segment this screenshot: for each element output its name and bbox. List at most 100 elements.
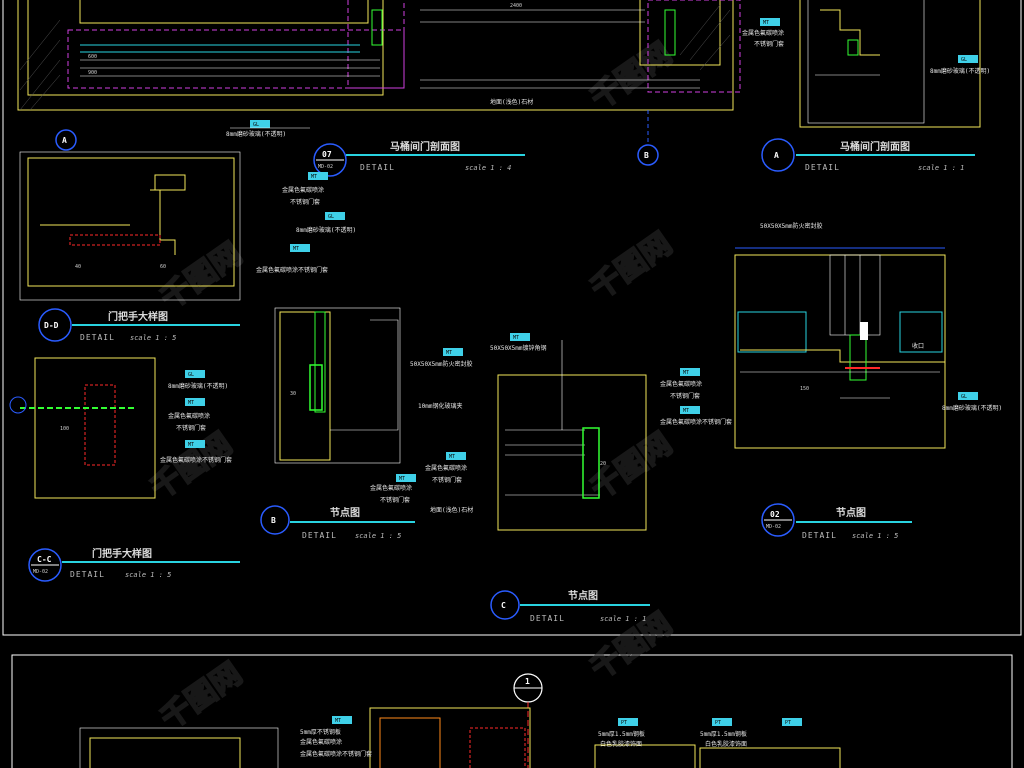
annotation-text: 金属色氟碳喷涂: [370, 484, 412, 492]
material-tag-text: GL: [328, 214, 334, 220]
annotation-text: 8mm磨砂玻璃(不透明): [226, 130, 286, 138]
scale-label: scale 1 : 5: [130, 334, 176, 342]
annotation-text: 收口: [912, 342, 924, 350]
watermark-text: 千图网: [585, 36, 679, 116]
annotation-text: 50X50X5mm防火密封胶: [410, 360, 473, 368]
detail-title: 节点图: [836, 506, 866, 519]
detail-label: DETAIL: [70, 570, 105, 579]
material-tag: [185, 370, 205, 378]
sheet-ref: MD-02: [318, 164, 333, 170]
material-tag-text: MT: [683, 370, 689, 376]
annotation-text: 金属色氟碳喷涂不锈钢门套: [300, 750, 372, 758]
annotation-text: 50X50X5mm镀锌角钢: [490, 344, 547, 352]
material-tag-text: PT: [621, 720, 627, 726]
dimension-text: 60: [160, 264, 166, 270]
material-tag: [308, 172, 328, 180]
scale-label: scale 1 : 5: [852, 532, 898, 540]
material-tag: [290, 244, 310, 252]
detail-title: 门把手大样图: [108, 310, 168, 323]
annotation-text: 不锈钢门套: [380, 496, 410, 504]
material-tag: [332, 716, 352, 724]
section-title-07: A 07 MD-02 马桶间门剖面图 DETAIL scale 1 : 4: [55, 129, 525, 177]
annotation-text: 金属色氟碳喷涂: [660, 380, 702, 388]
material-tag-text: MT: [293, 246, 299, 252]
node-detail-b: 30 MT 50X50X5mm防火密封胶 10mm钢化玻璃夹 MT 金属色氟碳喷…: [260, 307, 473, 540]
dimension-text: 150: [800, 386, 809, 392]
top-plan-detail: 2400 600 900 地面(浅色)石材 GL 8mm磨砂玻璃(不透明): [17, 0, 741, 138]
material-tag-text: GL: [253, 122, 259, 128]
material-tag-text: MT: [449, 454, 455, 460]
annotation-text: 8mm磨砂玻璃(不透明): [942, 404, 1002, 412]
material-tag-text: MT: [399, 476, 405, 482]
material-tag: [510, 333, 530, 341]
detail-title: 马桶间门剖面图: [390, 140, 460, 153]
material-tag: [185, 398, 205, 406]
annotation-text: 金属色氟碳喷涂: [282, 186, 324, 194]
annotation-text: 白色乳胶漆饰面: [705, 740, 747, 748]
annotation-text: 地面(浅色)石材: [430, 506, 473, 514]
watermark-text: 千图网: [155, 656, 249, 736]
material-tag: [760, 18, 780, 26]
section-marker-text: B: [644, 151, 649, 160]
annotation-text: 不锈钢门套: [290, 198, 320, 206]
scale-label: scale 1 : 5: [125, 571, 171, 579]
material-tag: [958, 392, 978, 400]
material-tag-text: MT: [311, 174, 317, 180]
section-marker-text: B: [271, 516, 276, 525]
bottom-sheet: 1 MT 5mm厚不锈钢板 金属色氟碳喷涂 金属色氟碳喷涂不锈钢门套 PT 5m…: [79, 673, 841, 768]
detail-label: DETAIL: [302, 531, 337, 540]
annotation-text: 地面(浅色)石材: [490, 98, 533, 106]
detail-label: DETAIL: [805, 163, 840, 172]
watermark-text: 千图网: [145, 426, 239, 506]
material-tag: [396, 474, 416, 482]
handle-detail-cc: C-C MD-02 门把手大样图 DETAIL scale 1 : 5: [28, 547, 240, 582]
watermark-text: 千图网: [585, 226, 679, 306]
material-tag-text: GL: [961, 57, 967, 63]
material-tag: [325, 212, 345, 220]
dimension-text: 40: [75, 264, 81, 270]
annotation-text: 8mm磨砂玻璃(不透明): [296, 226, 356, 234]
detail-title: 马桶间门剖面图: [840, 140, 910, 153]
material-tag-text: MT: [335, 718, 341, 724]
annotation-text: 金属色氟碳喷涂: [168, 412, 210, 420]
section-marker-text: C: [501, 601, 506, 610]
section-number: 1: [525, 677, 530, 686]
annotation-text: 不锈钢门套: [754, 40, 784, 48]
section-number: 07: [322, 150, 332, 159]
hatch-right: [679, 4, 731, 71]
detail-title: 节点图: [568, 589, 598, 602]
material-tag-text: MT: [763, 20, 769, 26]
dimension-text: 30: [290, 391, 296, 397]
annotation-text: 8mm磨砂玻璃(不透明): [930, 67, 990, 75]
material-tag: [185, 440, 205, 448]
material-tag: [250, 120, 270, 128]
dimension-text: 900: [88, 70, 97, 76]
material-tag-text: GL: [961, 394, 967, 400]
material-tag-text: MT: [683, 408, 689, 414]
sheet-ref: MD-02: [33, 569, 48, 575]
scale-label: scale 1 : 4: [465, 164, 511, 172]
material-tag-text: MT: [513, 335, 519, 341]
material-tag: [680, 406, 700, 414]
section-marker-text: A: [774, 151, 779, 160]
material-tag: [712, 718, 732, 726]
annotation-text: 8mm磨砂玻璃(不透明): [168, 382, 228, 390]
material-tag: [618, 718, 638, 726]
detail-label: DETAIL: [802, 531, 837, 540]
left-mid-detail: 40 60 MT 金属色氟碳喷涂 不锈钢门套 GL 8mm磨砂玻璃(不透明) M…: [19, 151, 356, 301]
annotation-text: 金属色氟碳喷涂: [425, 464, 467, 472]
section-marker-text: A: [62, 136, 67, 145]
annotation-text: 金属色氟碳喷涂: [300, 738, 342, 746]
material-tag: [782, 718, 802, 726]
material-tag: [446, 452, 466, 460]
scale-label: scale 1 : 1: [918, 164, 964, 172]
node-detail-02: 150 50X50X5mm防火密封胶 收口 MT 金属色氟碳喷涂 不锈钢门套 M…: [660, 222, 1002, 540]
section-title-a-right: A 马桶间门剖面图 DETAIL scale 1 : 1: [761, 138, 975, 172]
hatch-left: [19, 19, 61, 111]
node-detail-c: MT 50X50X5mm镀锌角钢 MT 金属色氟碳喷涂 不锈钢门套 地面(浅色)…: [425, 333, 650, 623]
material-tag-text: PT: [785, 720, 791, 726]
section-number: C-C: [37, 555, 52, 564]
annotation-text: 金属色氟碳喷涂不锈钢门套: [160, 456, 232, 464]
